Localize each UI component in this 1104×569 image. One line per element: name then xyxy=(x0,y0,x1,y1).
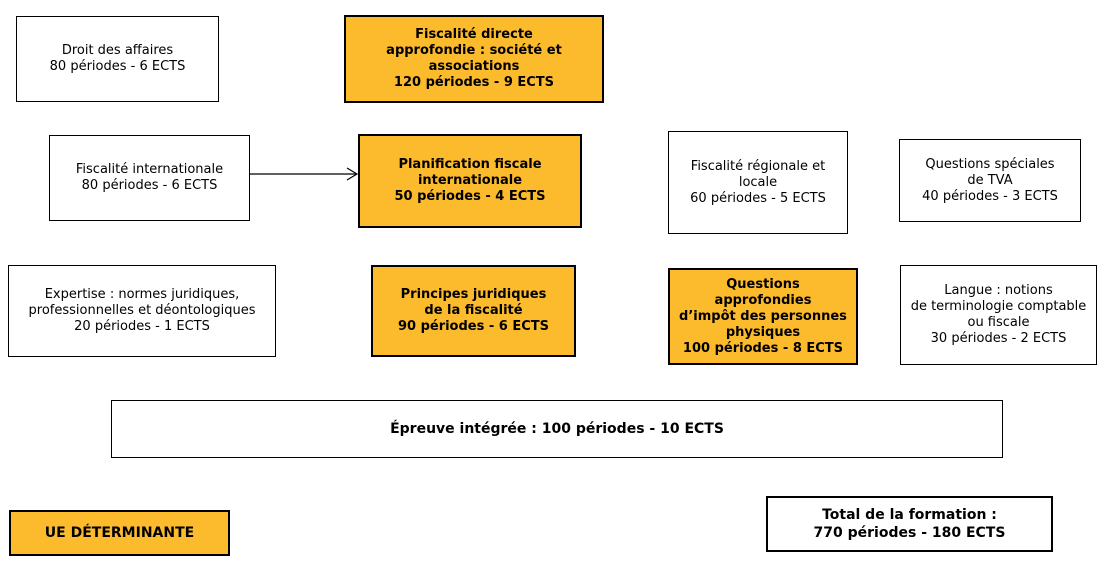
box-text-line: Langue : notions xyxy=(944,283,1053,298)
box-text-line: associations xyxy=(428,59,520,74)
box-text-line: ou fiscale xyxy=(967,315,1030,330)
box-text-line: 120 périodes - 9 ECTS xyxy=(393,75,555,90)
box-questions-tva: Questions spéciales de TVA 40 périodes -… xyxy=(899,139,1081,222)
box-text-line: de terminologie comptable xyxy=(910,299,1087,314)
box-text-line: 30 périodes - 2 ECTS xyxy=(930,331,1067,346)
box-total-formation: Total de la formation : 770 périodes - 1… xyxy=(766,496,1053,552)
box-text-line: Expertise : normes juridiques, xyxy=(44,287,240,302)
box-text-line: approfondie : société et xyxy=(386,43,562,58)
box-text-line: 770 périodes - 180 ECTS xyxy=(813,525,1006,541)
box-text-line: 50 périodes - 4 ECTS xyxy=(394,189,546,204)
box-text-line: de TVA xyxy=(967,172,1013,188)
box-text-line: Droit des affaires xyxy=(61,43,174,58)
box-planification-fiscale: Planification fiscale internationale 50 … xyxy=(358,134,582,228)
box-text-line: de la fiscalité xyxy=(424,303,523,318)
box-text-line: 80 périodes - 6 ECTS xyxy=(49,59,186,74)
box-text-line: Fiscalité internationale xyxy=(75,162,224,177)
box-text-line: 20 périodes - 1 ECTS xyxy=(74,319,210,334)
box-fiscalite-internationale: Fiscalité internationale 80 périodes - 6… xyxy=(49,135,250,221)
box-questions-ipp: Questions approfondies d’impôt des perso… xyxy=(668,268,858,365)
box-epreuve-integree: Épreuve intégrée : 100 périodes - 10 ECT… xyxy=(111,400,1003,458)
box-text-line: Planification fiscale xyxy=(398,157,542,172)
box-text-line: Questions xyxy=(726,276,800,292)
box-text-line: physiques xyxy=(725,324,801,340)
box-text-line: Fiscalité régionale et xyxy=(690,158,826,174)
box-text-line: 60 périodes - 5 ECTS xyxy=(690,190,826,206)
box-text-line: professionnelles et déontologiques xyxy=(28,303,256,318)
legend-ue-determinante: UE DÉTERMINANTE xyxy=(9,510,230,556)
legend-text: UE DÉTERMINANTE xyxy=(44,525,195,541)
box-text-line: Épreuve intégrée : 100 périodes - 10 ECT… xyxy=(390,421,724,437)
box-text-line: 100 périodes - 8 ECTS xyxy=(682,340,844,356)
box-text-line: 40 périodes - 3 ECTS xyxy=(922,188,1058,204)
box-text-line: Total de la formation : xyxy=(822,507,997,523)
box-text-line: Questions spéciales xyxy=(925,156,1055,172)
box-principes-juridiques: Principes juridiques de la fiscalité 90 … xyxy=(371,265,576,357)
box-fiscalite-regionale: Fiscalité régionale et locale 60 période… xyxy=(668,131,848,234)
box-expertise: Expertise : normes juridiques, professio… xyxy=(8,265,276,357)
box-text-line: d’impôt des personnes xyxy=(679,308,847,324)
box-text-line: approfondies xyxy=(714,292,812,308)
arrowhead-icon xyxy=(346,167,359,181)
box-droit-affaires: Droit des affaires 80 périodes - 6 ECTS xyxy=(16,16,219,102)
box-text-line: Fiscalité directe xyxy=(415,27,533,42)
box-text-line: 80 périodes - 6 ECTS xyxy=(81,178,218,193)
box-langue: Langue : notions de terminologie comptab… xyxy=(900,265,1097,365)
box-text-line: locale xyxy=(738,174,778,190)
box-text-line: Principes juridiques xyxy=(400,287,547,302)
box-text-line: internationale xyxy=(417,173,523,188)
box-text-line: 90 périodes - 6 ECTS xyxy=(397,319,550,334)
box-fiscalite-directe: Fiscalité directe approfondie : société … xyxy=(344,15,604,103)
